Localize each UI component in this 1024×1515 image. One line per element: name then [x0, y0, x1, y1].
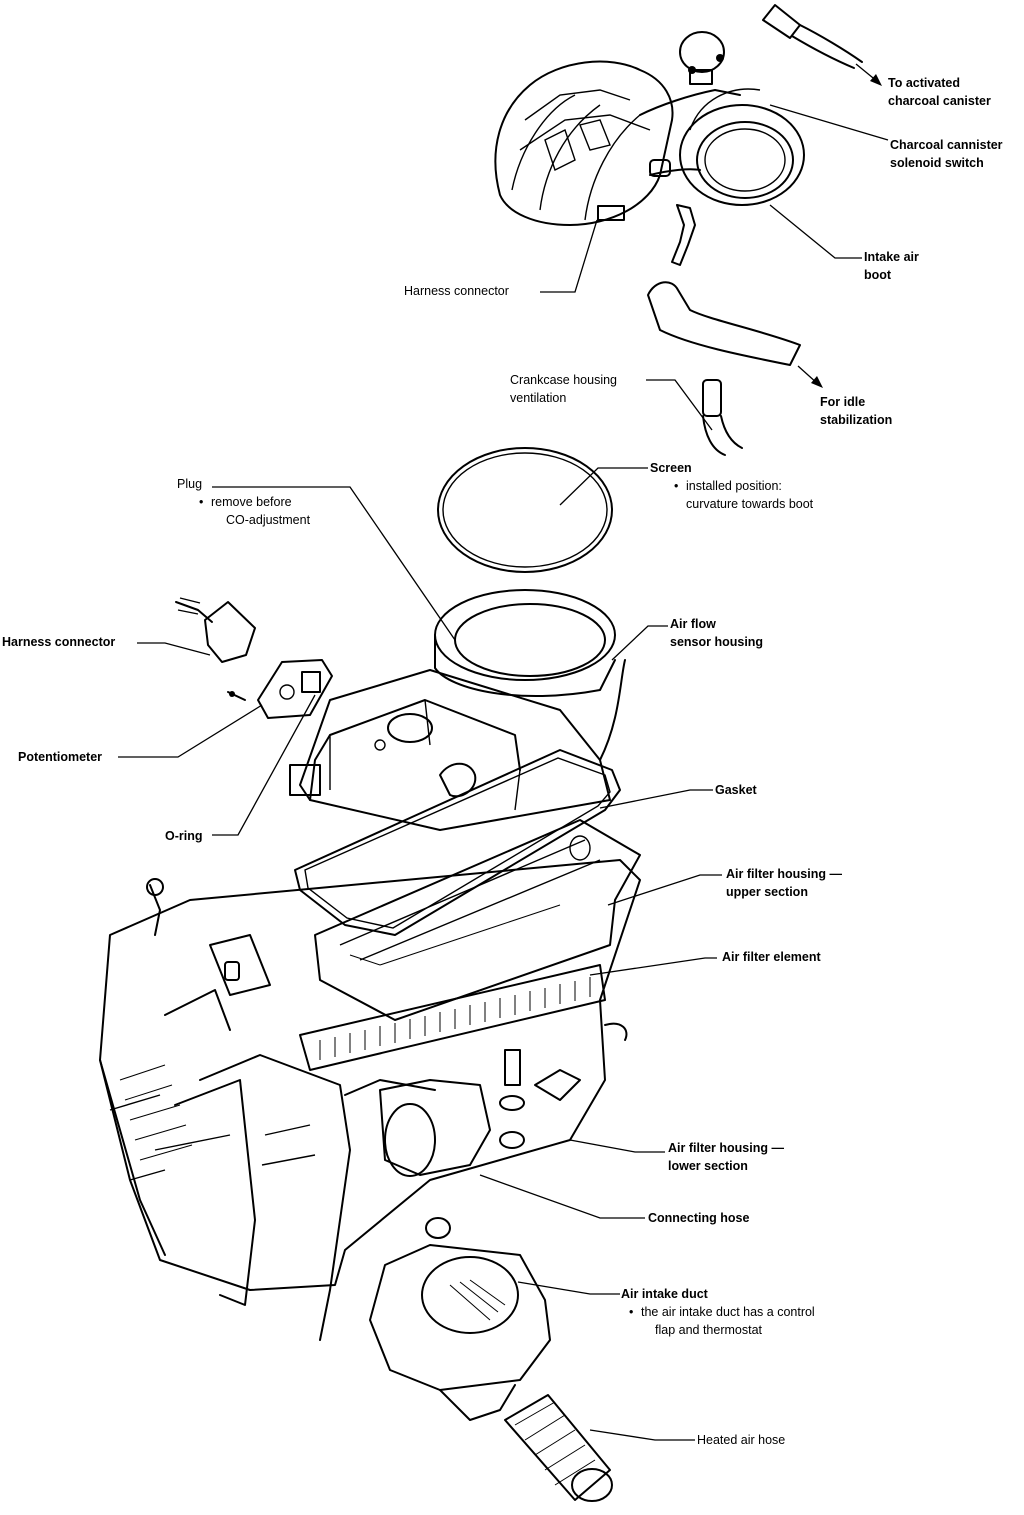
heated-air-hose [504, 1394, 613, 1502]
label-plug: Plug remove before CO-adjustment [177, 475, 310, 529]
label-lower-section: Air filter housing — lower section [668, 1141, 784, 1173]
label-air-intake-duct: Air intake duct the air intake duct has … [621, 1285, 815, 1339]
label-gasket: Gasket [715, 783, 757, 797]
label-to-charcoal-canister: To activated charcoal canister [888, 76, 991, 108]
label-harness-connector-left: Harness connector [2, 635, 116, 649]
label-screen: Screen installed position: curvature tow… [650, 459, 813, 513]
label-o-ring: O-ring [165, 829, 203, 843]
intake-boot-assembly [494, 4, 863, 456]
air-flow-sensor-housing [289, 589, 626, 831]
label-connecting-hose: Connecting hose [648, 1211, 750, 1225]
label-idle-stabilization: For idle stabilization [820, 395, 893, 427]
label-intake-air-boot: Intake air boot [864, 250, 919, 282]
gasket [294, 749, 621, 936]
label-solenoid-switch: Charcoal cannister solenoid switch [890, 138, 1003, 170]
screen-ring [437, 447, 613, 573]
label-upper-section: Air filter housing — upper section [726, 867, 842, 899]
lower-section [99, 859, 641, 1341]
label-potentiometer: Potentiometer [18, 750, 103, 764]
label-harness-connector-top: Harness connector [404, 284, 509, 298]
label-air-filter-element: Air filter element [722, 950, 821, 964]
label-heated-air-hose: Heated air hose [697, 1433, 786, 1447]
air-intake-duct [369, 1217, 551, 1421]
upper-section [314, 819, 641, 1021]
leader-lines [118, 104, 889, 1441]
potentiometer-parts [175, 597, 333, 719]
label-crankcase-ventilation: Crankcase housing ventilation [510, 373, 618, 405]
flow-arrows [797, 63, 882, 388]
air-filter-element [299, 964, 606, 1071]
label-air-flow-sensor-housing: Air flow sensor housing [670, 617, 764, 649]
